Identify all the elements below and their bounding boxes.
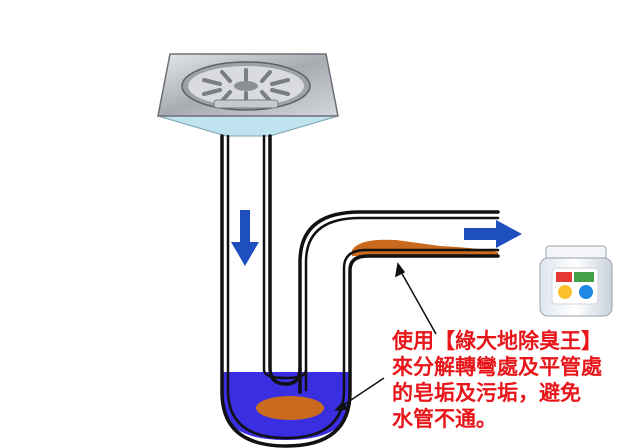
deodorizer-jar-icon: [539, 245, 613, 317]
drain-funnel: [157, 115, 339, 137]
right-flow-arrow: [464, 220, 522, 248]
caption-line: 水管不通。: [392, 407, 497, 431]
down-flow-arrow: [231, 210, 259, 266]
caption-text: 使用【綠大地除臭王】 來分解轉彎處及平管處 的皂垢及污垢，避免 水管不通。: [392, 328, 632, 432]
caption-line: 來分解轉彎處及平管處: [392, 355, 602, 379]
annotation-pointers: [334, 262, 437, 411]
floor-drain-cover-icon: [157, 53, 339, 117]
trap-grime: [256, 396, 324, 420]
caption-line: 的皂垢及污垢，避免: [392, 381, 581, 405]
horizontal-pipe-grime: [352, 239, 498, 256]
caption-line: 使用【綠大地除臭王】: [392, 329, 602, 353]
